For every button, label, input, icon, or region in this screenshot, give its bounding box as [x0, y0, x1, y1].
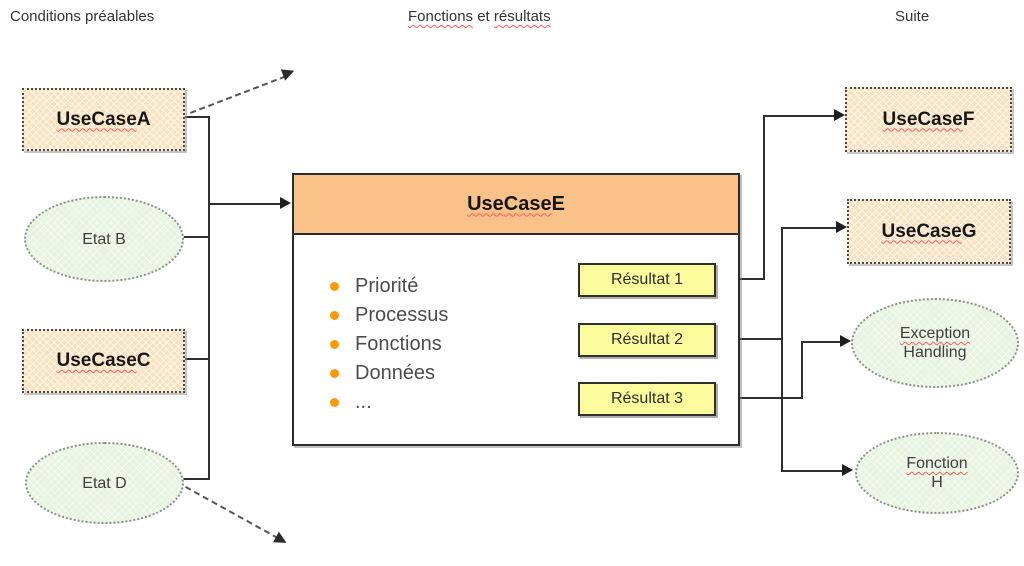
header-word-fonctions: Fonctions [408, 8, 474, 25]
bullet-icon [330, 368, 339, 378]
use-case-g-box: Use Case G [847, 199, 1011, 264]
dashed-arrow-from-usecase-a [190, 75, 286, 114]
resultat-2-box: Résultat 2 [578, 323, 716, 357]
bullet-item: Priorité [330, 275, 448, 297]
connector-resultat3-out [710, 397, 803, 399]
column-header-conditions: Conditions préalables [10, 8, 155, 25]
use-case-a-box: Use Case A [22, 88, 185, 151]
use-case-a-label: Use [56, 108, 92, 130]
arrowhead-into-usecase-e [280, 197, 291, 209]
bullet-icon [330, 310, 339, 320]
connector-to-usecase-g [781, 227, 838, 229]
connector-to-fonction-h [781, 470, 844, 472]
header-word-et: et [477, 8, 490, 25]
use-case-c-label: Use [56, 350, 92, 371]
resultat-1-box: Résultat 1 [578, 263, 716, 297]
connector-left-collector [208, 116, 210, 480]
connector-to-exception-handling [801, 341, 842, 343]
use-case-g-label: Use [881, 220, 917, 242]
use-case-f-label: Use [882, 108, 918, 130]
connector-resultat2-out [710, 338, 783, 340]
use-case-e-title: Use Case E [294, 175, 738, 235]
connector-usecase-c-stub [181, 358, 210, 360]
dashed-arrowhead-bottom [273, 531, 290, 549]
arrowhead-into-usecase-f [834, 109, 845, 121]
use-case-f-box: Use Case F [845, 87, 1012, 152]
bullet-icon [330, 281, 339, 291]
bullet-item: Fonctions [330, 333, 448, 355]
etat-d-label: Etat D [82, 474, 127, 492]
connector-to-usecase-e [208, 203, 282, 205]
connector-resultat1-riser [763, 115, 765, 280]
dashed-arrow-from-etat-d [185, 486, 279, 540]
connector-to-usecase-f [763, 115, 836, 117]
arrowhead-into-usecase-g [836, 221, 847, 233]
header-word-resultats: résultats [493, 8, 551, 25]
bullet-item: Processus [330, 304, 448, 326]
bullet-icon [330, 339, 339, 349]
connector-usecase-a-stub [181, 116, 210, 118]
etat-d-ellipse: Etat D [25, 442, 184, 524]
connector-resultat3-riser [801, 341, 803, 399]
arrowhead-into-fonction-h [842, 464, 853, 476]
use-case-c-box: Use Case C [22, 329, 185, 393]
connector-etat-d-stub [178, 478, 210, 480]
connector-resultat2-riser [781, 227, 783, 472]
etat-b-label: Etat B [82, 230, 126, 248]
etat-b-ellipse: Etat B [24, 196, 184, 282]
exception-handling-label: Exception [899, 325, 971, 342]
bullet-icon [330, 397, 339, 407]
column-header-suite: Suite [895, 8, 930, 25]
fonction-h-label: Fonction [906, 455, 968, 472]
column-header-fonctions-resultats: Fonctions et résultats [408, 8, 551, 25]
use-case-e-bullet-list: Priorité Processus Fonctions Données ... [330, 275, 448, 413]
resultat-3-box: Résultat 3 [578, 382, 716, 416]
arrowhead-into-exception-handling [840, 335, 851, 347]
bullet-item: ... [330, 391, 448, 413]
bullet-item: Données [330, 362, 448, 384]
connector-etat-b-stub [178, 236, 210, 238]
